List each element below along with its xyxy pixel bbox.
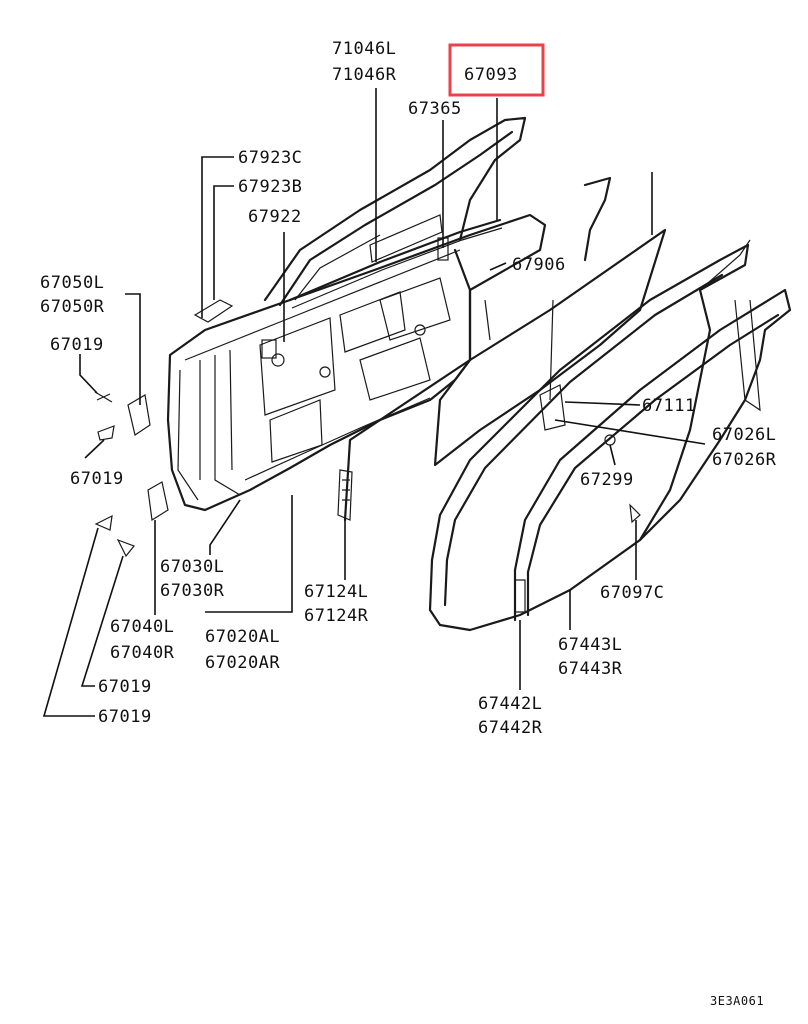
label-67299: 67299: [580, 470, 634, 490]
label-67019-lower-a: 67019: [98, 677, 152, 697]
door-shell-drawing: [94, 116, 547, 558]
label-67020al: 67020AL: [205, 627, 280, 647]
label-67040r: 67040R: [110, 643, 175, 663]
label-67906: 67906: [512, 255, 566, 275]
label-67111: 67111: [642, 396, 696, 416]
label-67923b: 67923B: [238, 177, 302, 197]
label-67030r: 67030R: [160, 581, 225, 601]
label-67020ar: 67020AR: [205, 653, 280, 673]
part-labels: 71046L 71046R 67093 67365 67923C 67923B …: [40, 39, 777, 1008]
highlight-box: [448, 43, 545, 97]
label-67365: 67365: [408, 99, 462, 119]
label-67922: 67922: [248, 207, 302, 227]
label-67026r: 67026R: [712, 450, 777, 470]
label-67442l: 67442L: [478, 694, 542, 714]
label-67030l: 67030L: [160, 557, 224, 577]
label-71046r: 71046R: [332, 65, 397, 85]
label-67443r: 67443R: [558, 659, 623, 679]
diagram-code: 3E3A061: [710, 994, 764, 1008]
glass-weatherstrip-drawing: [428, 176, 792, 632]
label-67923c: 67923C: [238, 148, 302, 168]
leader-lines: [42, 88, 706, 717]
label-67093: 67093: [464, 65, 518, 85]
label-67050r: 67050R: [40, 297, 105, 317]
label-67019-lower-b: 67019: [98, 707, 152, 727]
label-67050l: 67050L: [40, 273, 104, 293]
label-67442r: 67442R: [478, 718, 543, 738]
label-67040l: 67040L: [110, 617, 174, 637]
label-67026l: 67026L: [712, 425, 776, 445]
label-67443l: 67443L: [558, 635, 622, 655]
label-71046l: 71046L: [332, 39, 396, 59]
label-67019-upper-a: 67019: [50, 335, 104, 355]
label-67124l: 67124L: [304, 582, 368, 602]
label-67097c: 67097C: [600, 583, 664, 603]
label-67124r: 67124R: [304, 606, 369, 626]
label-67019-upper-b: 67019: [70, 469, 124, 489]
